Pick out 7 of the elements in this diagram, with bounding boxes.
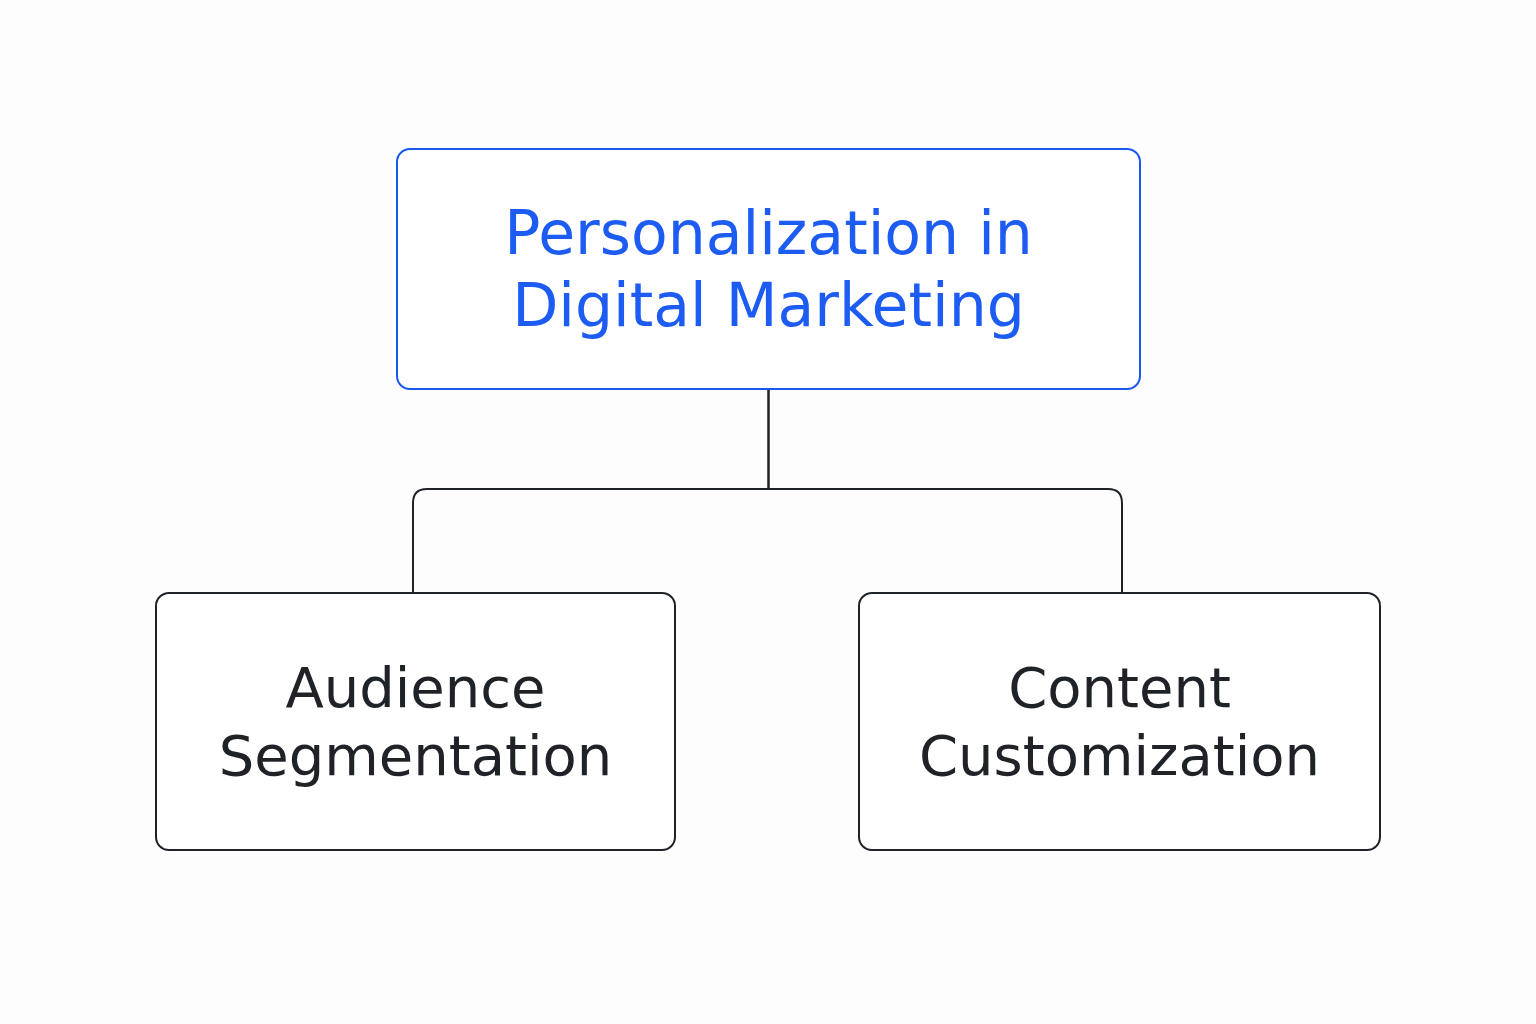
connector-line: [767, 389, 1123, 593]
title-box: [396, 148, 1141, 390]
process-box: [155, 592, 676, 851]
node-label: Audience Segmentation: [217, 654, 614, 789]
process-box: [858, 592, 1381, 851]
node-label: Personalization in Digital Marketing: [503, 197, 1034, 341]
node-label: Content Customization: [917, 654, 1322, 789]
